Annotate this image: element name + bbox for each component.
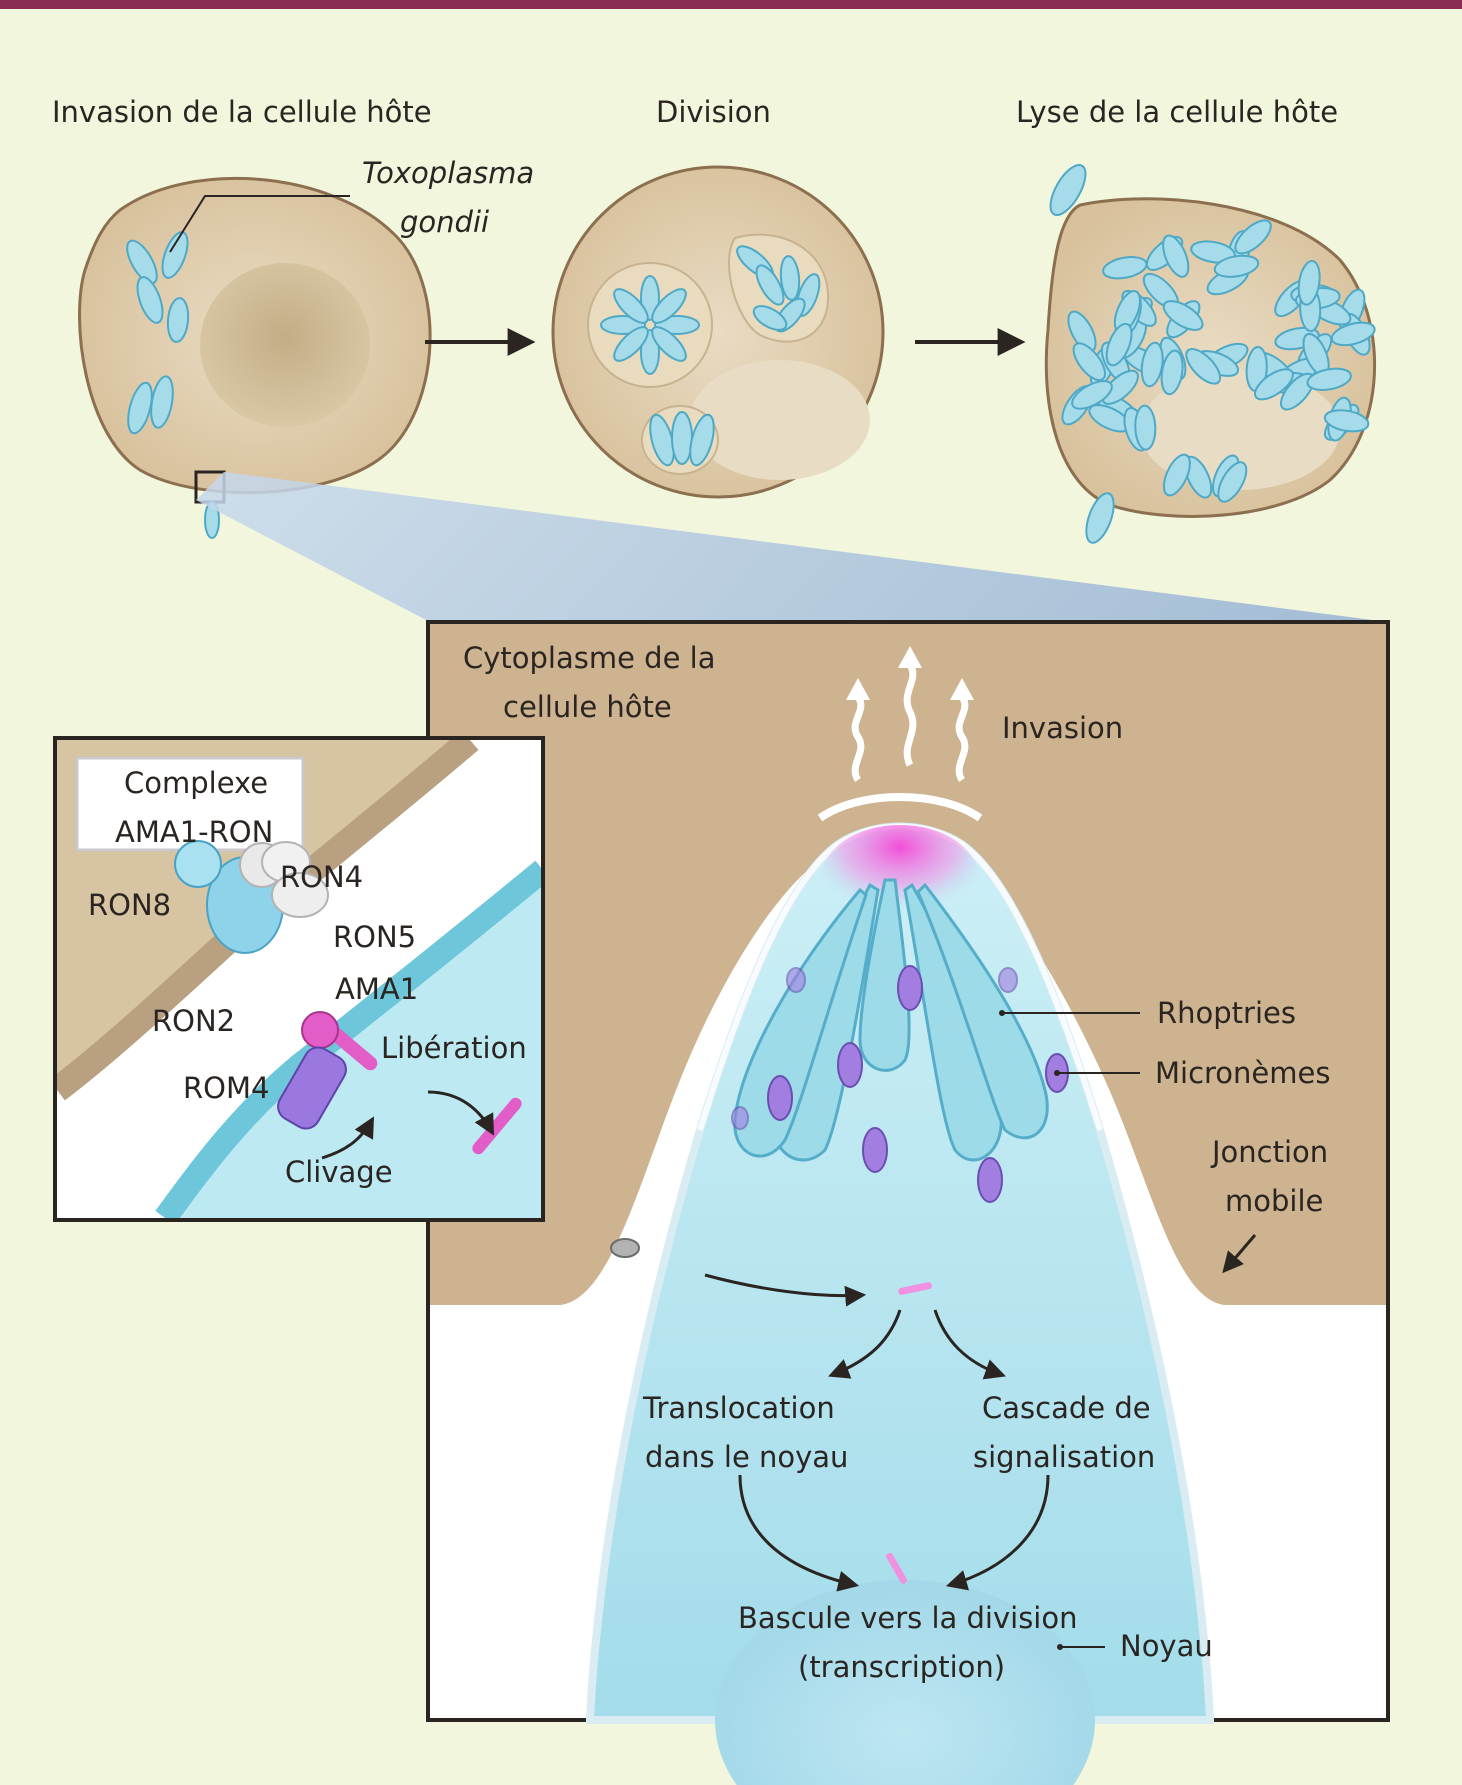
lysis-parasite <box>1306 367 1352 391</box>
lysis-parasite <box>1253 368 1294 401</box>
invasion-wave-arrows <box>846 646 974 782</box>
cascade-label-line2: signalisation <box>973 1440 1155 1474</box>
inset-panel <box>53 736 545 1222</box>
top-bar <box>0 0 1462 9</box>
host-cell-lysis <box>1044 164 1377 544</box>
rosette-right <box>728 233 830 343</box>
parasite-nucleus <box>715 1580 1095 1785</box>
lysis-parasite <box>1101 369 1139 405</box>
lysis-parasites <box>1061 219 1376 503</box>
lysis-parasite <box>1072 342 1106 382</box>
lysis-parasite <box>1217 461 1248 503</box>
rhoptries-label: Rhoptries <box>1157 996 1296 1030</box>
lysis-parasite <box>1323 409 1370 433</box>
pair-bottom <box>641 405 719 475</box>
host-cell-division <box>551 165 885 499</box>
inset-title-box <box>75 756 305 852</box>
cytoplasm-label-line1: Cytoplasme de la <box>463 641 715 675</box>
lysis-parasite <box>1071 380 1113 410</box>
ron4-label: RON4 <box>280 860 363 894</box>
cytoplasm-label-line2: cellule hôte <box>503 690 672 724</box>
inset-title-line1: Complexe <box>124 766 268 800</box>
cascade-label-line1: Cascade de <box>982 1391 1151 1425</box>
lysis-parasite <box>1160 349 1184 396</box>
host-nucleus <box>200 263 370 427</box>
translocation-label-line2: dans le noyau <box>645 1440 848 1474</box>
organism-label-line2: gondii <box>400 205 489 239</box>
stage-title-lysis: Lyse de la cellule hôte <box>1016 95 1338 129</box>
switch-label-line1: Bascule vers la division <box>738 1601 1078 1635</box>
junction-label-line2: mobile <box>1225 1184 1323 1218</box>
lysis-parasite <box>1162 234 1190 278</box>
lysis-parasite <box>1162 300 1204 331</box>
nucleus-label: Noyau <box>1120 1629 1213 1663</box>
translocation-label-line1: Translocation <box>642 1391 835 1425</box>
rhoptries <box>733 878 1049 1162</box>
ron5-label: RON5 <box>333 920 416 954</box>
ama1-label: AMA1 <box>335 972 418 1006</box>
inset-title-line2: AMA1-RON <box>115 815 273 849</box>
lysis-parasite <box>1185 348 1222 385</box>
lysis-parasite <box>1134 404 1157 451</box>
ron8-label: RON8 <box>88 888 171 922</box>
organism-leader-line <box>169 195 350 253</box>
lysis-parasite <box>1213 254 1260 278</box>
ron2-label: RON2 <box>152 1004 235 1038</box>
parasite-group <box>126 231 190 435</box>
main-panel <box>426 620 1390 1785</box>
host-cell-invasion <box>78 176 432 539</box>
rom4-label: ROM4 <box>183 1071 269 1105</box>
rosette-left <box>587 262 713 388</box>
lysis-parasite <box>1162 453 1191 497</box>
organism-label-line1: Toxoplasma <box>362 156 534 190</box>
released-ama1-fragment <box>898 1282 932 1295</box>
lysis-parasite <box>1105 322 1133 367</box>
junction-label-line1: Jonction <box>1210 1135 1328 1169</box>
release-label: Libération <box>381 1031 527 1065</box>
invasion-halo <box>817 793 983 822</box>
lysis-parasite <box>1140 341 1164 388</box>
cleavage-label: Clivage <box>285 1155 393 1189</box>
lysis-parasite <box>1330 321 1376 347</box>
lysis-parasite <box>1234 219 1272 255</box>
invasion-label: Invasion <box>1002 711 1123 745</box>
stage-title-division: Division <box>656 95 771 129</box>
switch-label-line2: (transcription) <box>798 1650 1005 1684</box>
lysis-parasite <box>1102 256 1148 280</box>
ama1-ron-complex <box>174 840 378 1130</box>
lysis-parasite <box>1297 260 1321 306</box>
micronemes-label: Micronèmes <box>1155 1056 1330 1090</box>
stage-title-invasion: Invasion de la cellule hôte <box>52 95 432 129</box>
